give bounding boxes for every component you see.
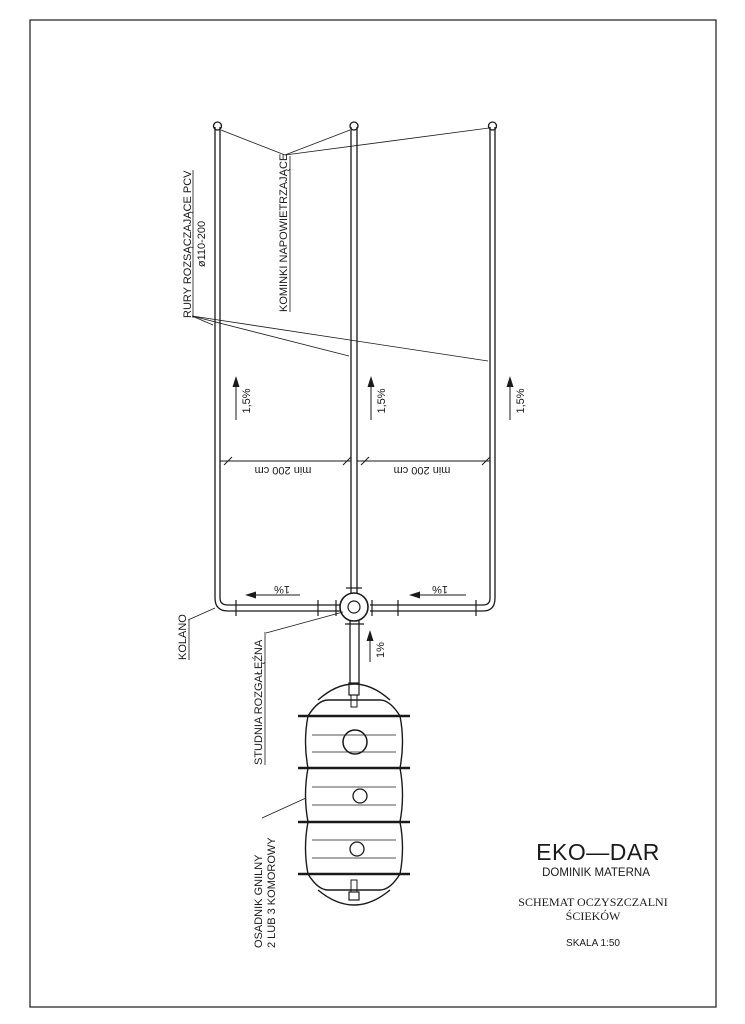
manifold-pipe bbox=[214, 597, 496, 616]
pipes-label-line2: ø110-200 bbox=[196, 221, 208, 267]
vents-label: KOMINKI NAPOWIETRZAJĄCE bbox=[278, 154, 291, 312]
slope-marker-manifold-right: 1% bbox=[409, 583, 466, 599]
vents-label-text: KOMINKI NAPOWIETRZAJĄCE bbox=[278, 154, 290, 312]
slope-marker-pipe-3: 1,5% bbox=[506, 376, 527, 420]
spacing-label-1: min 200 cm bbox=[255, 464, 312, 476]
slope-label-pipe-1: 1,5% bbox=[241, 388, 253, 413]
spacing-dimension-2: min 200 cm bbox=[357, 456, 491, 476]
scheme-title-line1: SCHEMAT OCZYSZCZALNI bbox=[518, 895, 667, 909]
elbow-label: KOLANO bbox=[177, 614, 190, 660]
well-label: STUDNIA ROZGAŁĘŹNA bbox=[252, 632, 266, 765]
company-name: EKO—DAR bbox=[536, 839, 660, 865]
slope-marker-manifold-left: 1% bbox=[245, 583, 300, 599]
title-block: EKO—DAR DOMINIK MATERNA SCHEMAT OCZYSZCZ… bbox=[518, 839, 667, 949]
scheme-title-line2: ŚCIEKÓW bbox=[566, 909, 621, 923]
elbow-leader bbox=[187, 607, 216, 621]
slope-marker-pipe-2: 1,5% bbox=[367, 376, 388, 420]
well-leader bbox=[265, 611, 344, 634]
tank-label-line1: OSADNIK GNILNY bbox=[253, 854, 265, 948]
author-name: DOMINIK MATERNA bbox=[542, 867, 650, 879]
distribution-well bbox=[335, 587, 373, 622]
septic-tank bbox=[298, 682, 410, 906]
vent-cap-2 bbox=[349, 121, 359, 131]
elbow-label-text: KOLANO bbox=[177, 614, 189, 660]
slope-label-pipe-3: 1,5% bbox=[515, 388, 527, 413]
drainage-pipe-3 bbox=[487, 121, 498, 598]
tank-label-line2: 2 LUB 3 KOMOROWY bbox=[266, 837, 278, 948]
inlet-pipe bbox=[345, 621, 364, 683]
drawing-border bbox=[29, 19, 717, 1008]
tank-leader bbox=[261, 797, 307, 819]
pipes-leader bbox=[191, 315, 489, 362]
slope-label-manifold-right: 1% bbox=[432, 583, 448, 595]
slope-marker-inlet: 1% bbox=[366, 630, 387, 662]
drainage-pipe-2 bbox=[349, 121, 359, 588]
scale-label: SKALA 1:50 bbox=[566, 938, 620, 949]
well-label-text: STUDNIA ROZGAŁĘŹNA bbox=[252, 639, 265, 765]
spacing-dimension-1: min 200 cm bbox=[220, 456, 352, 476]
slope-label-inlet: 1% bbox=[375, 642, 387, 658]
pipes-label-line1: RURY ROZSĄCZAJĄCE PCV bbox=[182, 170, 194, 318]
slope-marker-pipe-1: 1,5% bbox=[232, 376, 253, 420]
vents-leader bbox=[220, 127, 490, 156]
pipes-label: RURY ROZSĄCZAJĄCE PCV ø110-200 bbox=[182, 170, 208, 318]
vent-cap-3 bbox=[487, 121, 498, 131]
drainage-pipe-1 bbox=[212, 121, 223, 598]
slope-label-manifold-left: 1% bbox=[274, 583, 290, 595]
tank-label: OSADNIK GNILNY 2 LUB 3 KOMOROWY bbox=[253, 837, 278, 948]
slope-label-pipe-2: 1,5% bbox=[376, 388, 388, 413]
spacing-label-2: min 200 cm bbox=[394, 464, 451, 476]
vent-cap-1 bbox=[212, 121, 223, 131]
